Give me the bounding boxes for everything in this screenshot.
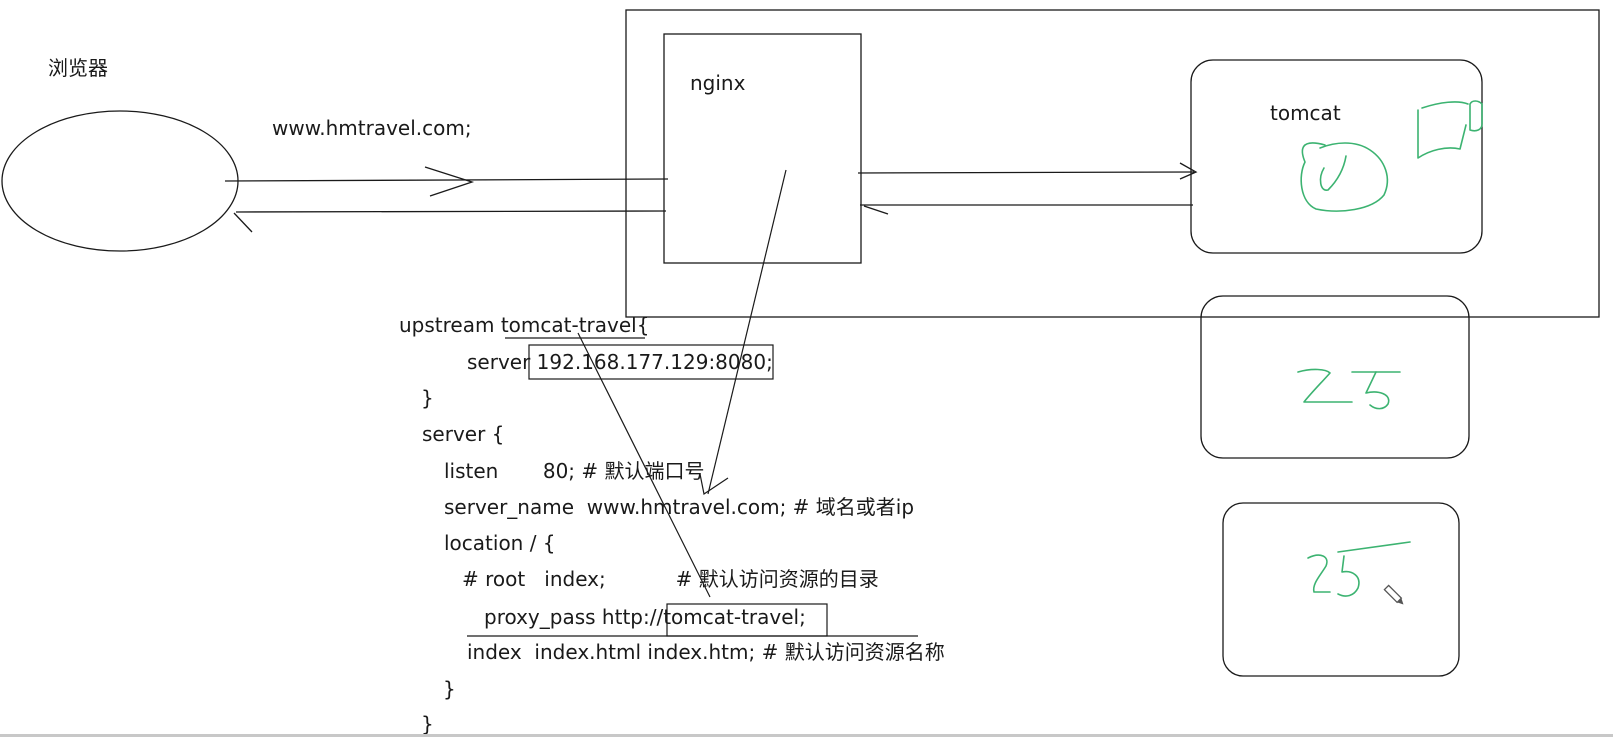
tomcat-box-1: [1190, 59, 1483, 254]
handwritten-note-1: [1300, 100, 1483, 212]
tomcat-label: tomcat: [1270, 101, 1341, 125]
code-line-close-server: }: [421, 712, 434, 736]
nginx-label: nginx: [690, 71, 746, 95]
bottom-divider: [0, 734, 1613, 737]
upstream-open-brace: {: [636, 313, 650, 337]
upstream-name: tomcat-travel: [500, 313, 637, 337]
code-line-location: location / {: [444, 531, 556, 555]
server-keyword: server: [467, 350, 537, 374]
response-arrow-tomcat-nginx: [860, 204, 1193, 215]
annotation-line-upstream-proxy: [577, 332, 711, 598]
proxy-pass-target: tomcat-travel;: [663, 605, 806, 629]
code-line-server-address: server 192.168.177.129:8080;: [467, 352, 773, 372]
tomcat-box-2: [1200, 295, 1470, 459]
code-line-index: index index.html index.htm; # 默认访问资源名称: [467, 640, 945, 664]
pencil-cursor-icon: [1383, 584, 1404, 605]
handwritten-note-2: [1297, 368, 1401, 410]
code-line-upstream: upstream tomcat-travel{: [399, 315, 649, 335]
upstream-keyword: upstream: [399, 313, 501, 337]
domain-label: www.hmtravel.com;: [272, 116, 472, 140]
code-line-server-block: server {: [422, 422, 505, 446]
tomcat-box-3: [1222, 502, 1460, 677]
code-line-root-comment: # root index; # 默认访问资源的目录: [462, 567, 879, 591]
code-line-server-name: server_name www.hmtravel.com; # 域名或者ip: [444, 495, 915, 519]
server-address-box: [528, 344, 774, 380]
browser-node: [1, 110, 239, 252]
response-arrow-nginx-browser: [233, 210, 667, 233]
code-line-close-location: }: [443, 677, 456, 701]
handwritten-note-3: [1307, 541, 1411, 597]
server-container-box: [625, 9, 1600, 318]
code-line-listen: listen 80; # 默认端口号: [444, 459, 705, 483]
request-arrow-nginx-tomcat: [857, 162, 1198, 180]
annotation-line-nginx-listen: [699, 169, 787, 495]
nginx-box: [663, 33, 862, 264]
proxy-pass-prefix: proxy_pass http://: [484, 605, 664, 629]
server-address: 192.168.177.129:8080;: [536, 350, 773, 374]
code-line-proxy-pass: proxy_pass http://tomcat-travel;: [484, 607, 806, 627]
browser-label: 浏览器: [48, 56, 108, 80]
code-line-close-upstream: }: [421, 386, 434, 410]
request-arrow-browser-nginx: [224, 166, 669, 197]
